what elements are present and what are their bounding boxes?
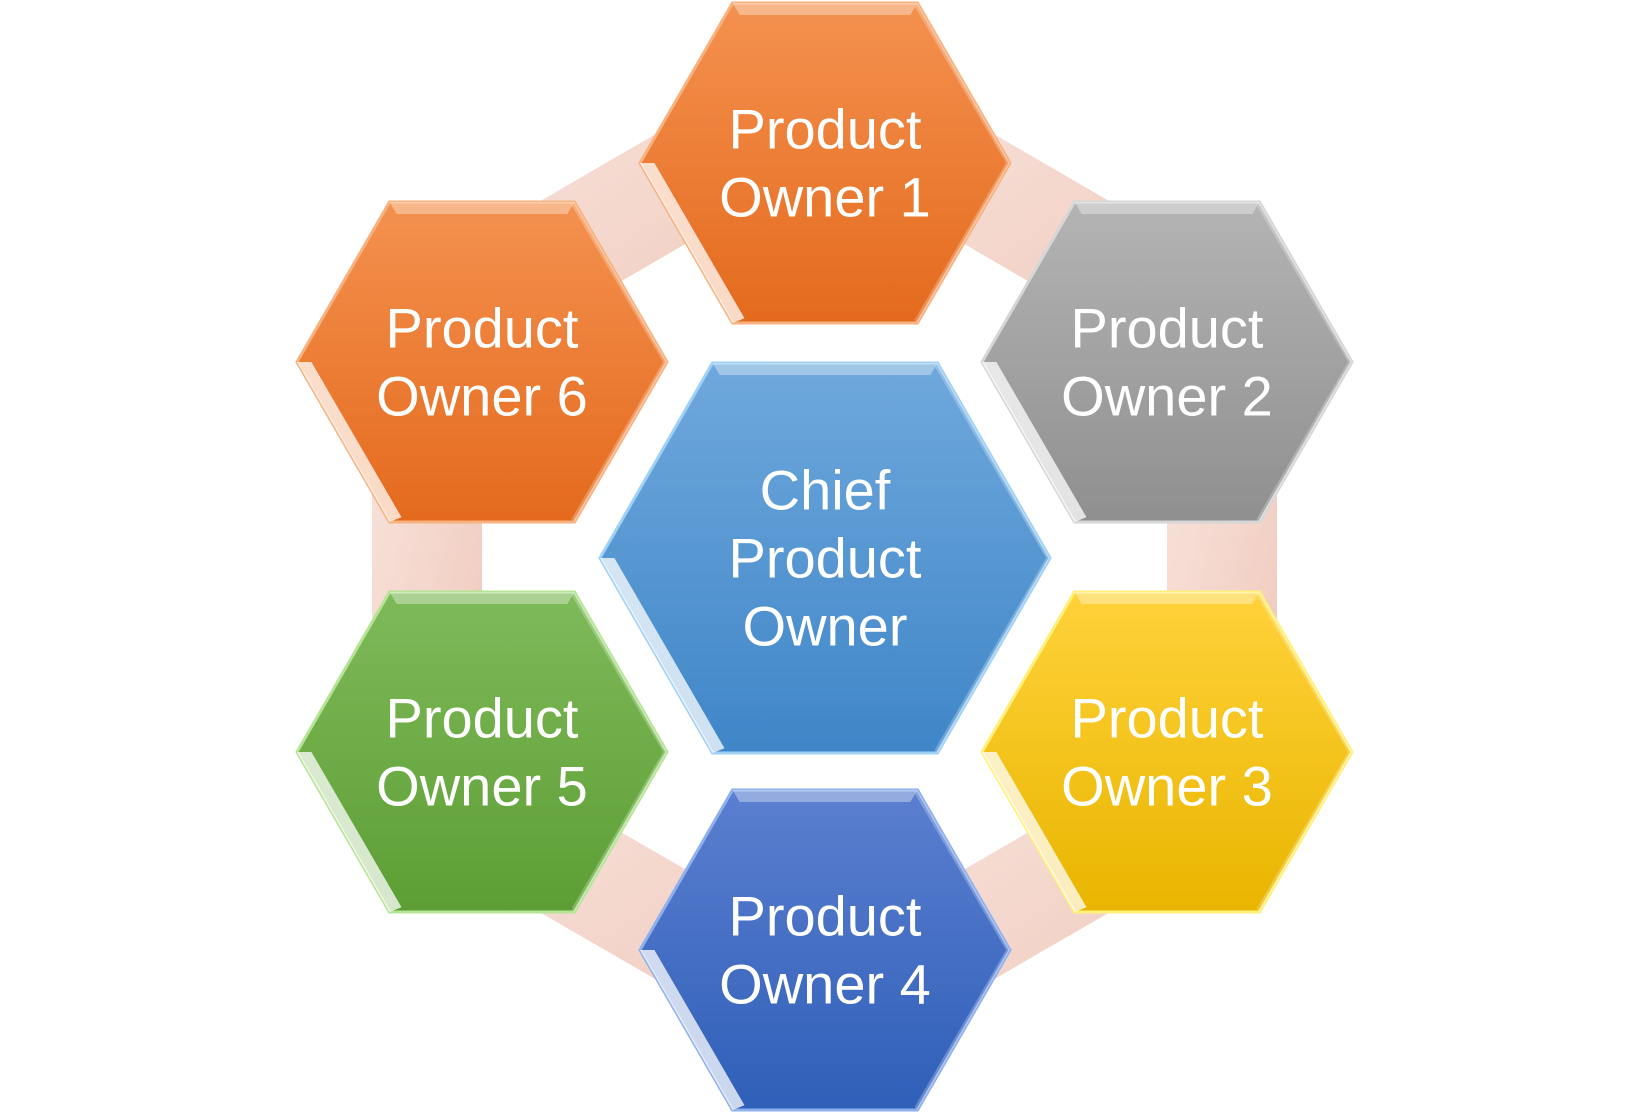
hexagon-product-owner-2-bevel-left bbox=[982, 362, 1087, 522]
hexagon-product-owner-6-label-line-1: Product bbox=[386, 297, 579, 360]
hexagon-chief-product-owner-bevel-left bbox=[600, 558, 725, 753]
hexagon-product-owner-5-bevel-top bbox=[389, 592, 575, 604]
hexagon-product-owner-1-shape bbox=[638, 1, 1012, 325]
hexagon-product-owner-6-bevel-top bbox=[389, 202, 575, 214]
hexagon-product-owner-1-label-line-1: Product bbox=[729, 98, 922, 161]
hexagon-product-owner-2-label-line-2: Owner 2 bbox=[1061, 365, 1273, 428]
hexagon-product-owner-5-label-line-1: Product bbox=[386, 687, 579, 750]
hexagon-product-owner-3-label-line-1: Product bbox=[1071, 687, 1264, 750]
hexagon-product-owner-1-bevel-top bbox=[732, 3, 918, 15]
hexagon-chief-product-owner-label-line-3: Owner bbox=[743, 595, 908, 658]
hexagon-product-owner-4-label-line-1: Product bbox=[729, 885, 922, 948]
hexagon-chief-product-owner-label-line-1: Chief bbox=[760, 459, 891, 522]
hexagon-product-owner-3-bevel-left bbox=[982, 752, 1087, 912]
hexagon-product-owner-4-label-line-2: Owner 4 bbox=[719, 953, 931, 1016]
hexagon-product-owner-6-label-line-2: Owner 6 bbox=[376, 365, 588, 428]
hexagon-product-owner-6-bevel-left bbox=[297, 362, 402, 522]
hexagon-product-owner-5-label-line-2: Owner 5 bbox=[376, 755, 588, 818]
hexagon-product-owner-4-bevel-top bbox=[732, 790, 918, 802]
hexagon-product-owner-1-bevel-left bbox=[640, 163, 745, 323]
hexagon-product-owner-4-shape bbox=[638, 788, 1012, 1112]
hexagon-product-owner-3-label-line-2: Owner 3 bbox=[1061, 755, 1273, 818]
hexagon-chief-product-owner-bevel-top bbox=[712, 363, 938, 375]
hexagon-product-owner-1-label-line-2: Owner 1 bbox=[719, 166, 931, 229]
hexagon-product-owner-2-label-line-1: Product bbox=[1071, 297, 1264, 360]
hexagon-chief-product-owner-label-line-2: Product bbox=[729, 527, 922, 590]
hexagon-product-owner-4-bevel-left bbox=[640, 950, 745, 1110]
hexagon-product-owner-5-bevel-left bbox=[297, 752, 402, 912]
hexagon-product-owner-2-bevel-top bbox=[1074, 202, 1260, 214]
hexagon-product-owner-3-bevel-top bbox=[1074, 592, 1260, 604]
